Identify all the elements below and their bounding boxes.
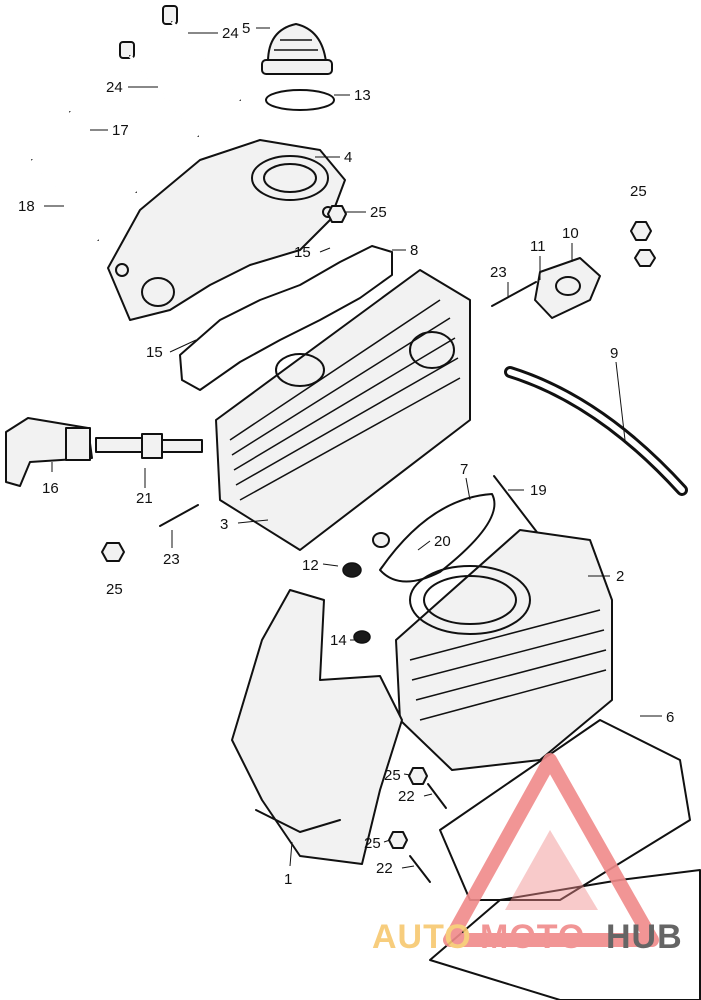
stud-part-23-upper [491,281,537,307]
callout-9: 9 [610,345,618,362]
o-ring-part-13 [265,89,335,111]
callout-25-lower-a: 25 [384,767,401,784]
callout-12: 12 [302,557,319,574]
head-cover-part-4 [107,139,346,321]
callout-15-lower: 15 [146,344,163,361]
callout-22-upper: 22 [398,788,415,805]
intake-flange-part-10 [534,257,601,319]
dowel-part-20 [372,532,390,548]
callout-15-upper: 15 [294,244,311,261]
callout-22-lower: 22 [376,860,393,877]
callout-2: 2 [616,568,624,585]
cylinder-head-part-3 [215,269,471,551]
watermark-text-moto: MOTO [480,918,585,956]
watermark-triangle-inner [505,830,598,910]
callout-24-upper: 24 [222,25,239,42]
long-bolt-part-24-upper [162,5,242,101]
callout-25-lower-b: 25 [364,835,381,852]
cylinder-part-2 [395,529,613,771]
gasket-part-7 [379,493,496,583]
plug-cap-part-16 [5,417,93,487]
hose-part-9 [504,366,688,496]
callout-21: 21 [136,490,153,507]
callout-8: 8 [410,242,418,259]
side-cover-part-1 [231,589,403,865]
nut-part-25-mid [327,205,347,223]
stud-part-18 [30,159,100,241]
callout-25-head: 25 [370,204,387,221]
washer-part-12 [342,562,362,578]
nut-part-25-lower-b [388,831,408,849]
callout-5: 5 [242,20,250,37]
washer-part-14 [353,630,371,644]
callout-18: 18 [18,198,35,215]
stud-part-22-lower [409,855,431,883]
leader-lines [44,27,662,869]
stud-part-23-lower [159,504,199,527]
callout-1: 1 [284,871,292,888]
gasket-part-8 [179,245,393,391]
callout-14: 14 [330,632,347,649]
callout-13: 13 [354,87,371,104]
callout-17: 17 [112,122,129,139]
callout-6: 6 [666,709,674,726]
long-bolt-part-24-lower [119,41,200,137]
watermark-text-auto: AUTO [372,918,472,956]
callout-19: 19 [530,482,547,499]
callout-23-lower: 23 [163,551,180,568]
callout-23-upper: 23 [490,264,507,281]
callout-25-right: 25 [630,183,647,200]
spark-plug-part-21 [95,433,203,459]
callout-3: 3 [220,516,228,533]
stud-part-17 [68,111,138,193]
stud-part-22-upper [427,783,447,809]
callout-4: 4 [344,149,352,166]
cap-part-5 [261,23,333,75]
callout-20: 20 [434,533,451,550]
callout-10: 10 [562,225,579,242]
nut-part-25-lower-a [408,767,428,785]
nut-part-25-left [101,542,125,562]
callout-7: 7 [460,461,468,478]
nut-part-25-right-top [630,221,656,267]
callout-24-lower: 24 [106,79,123,96]
callout-25-left: 25 [106,581,123,598]
automotohub-watermark: AUTO MOTO HUB [372,753,683,956]
callout-16: 16 [42,480,59,497]
crankcase-fragment [429,869,701,1000]
watermark-triangle-outer [443,753,659,947]
callout-11: 11 [530,238,546,255]
watermark-text-hub: HUB [606,918,683,956]
